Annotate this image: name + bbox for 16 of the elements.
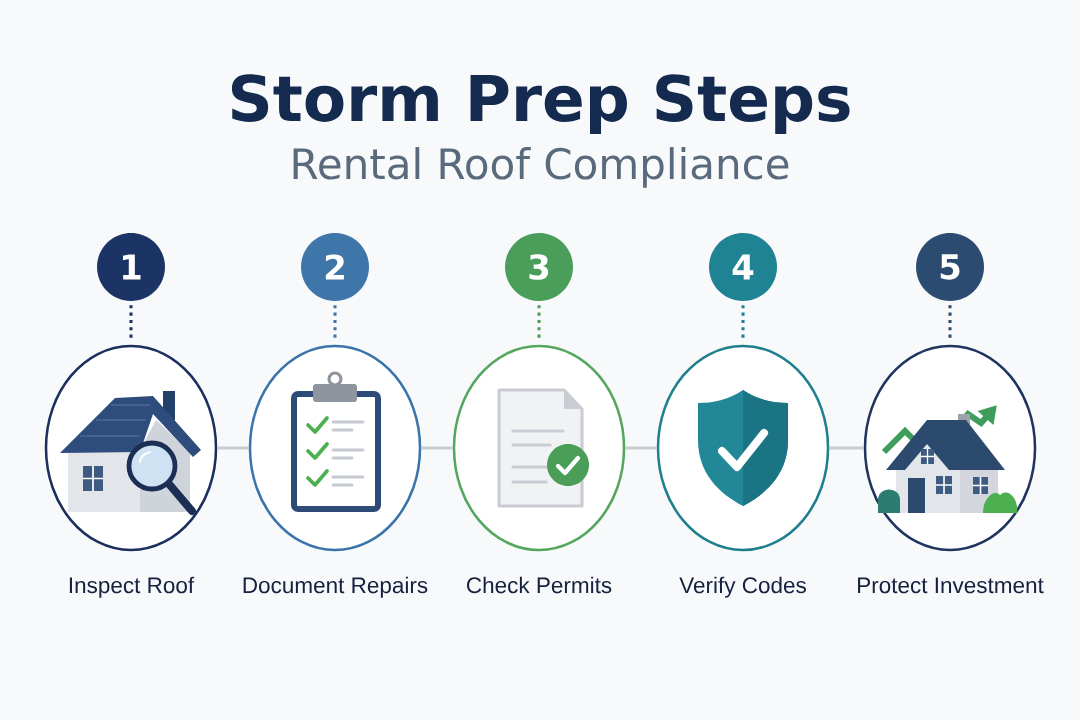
subtitle: Rental Roof Compliance: [293, 147, 789, 188]
step-label: Inspect Roof: [69, 576, 195, 598]
step-label: Document Repairs: [243, 576, 428, 598]
step-label: Verify Codes: [679, 576, 806, 598]
dotted-line: [129, 305, 133, 339]
title: Storm Prep Steps: [231, 74, 850, 135]
connector-line: [625, 446, 657, 450]
step-label: Protect Investment: [858, 577, 1044, 594]
connector-line: [421, 446, 453, 450]
connector-line: [217, 446, 249, 450]
dotted-line: [741, 305, 745, 339]
dotted-line: [537, 305, 541, 339]
connector-line: [829, 446, 864, 450]
dotted-line: [333, 305, 337, 339]
dotted-line: [948, 305, 952, 339]
step-label: Check Permits: [467, 576, 612, 594]
